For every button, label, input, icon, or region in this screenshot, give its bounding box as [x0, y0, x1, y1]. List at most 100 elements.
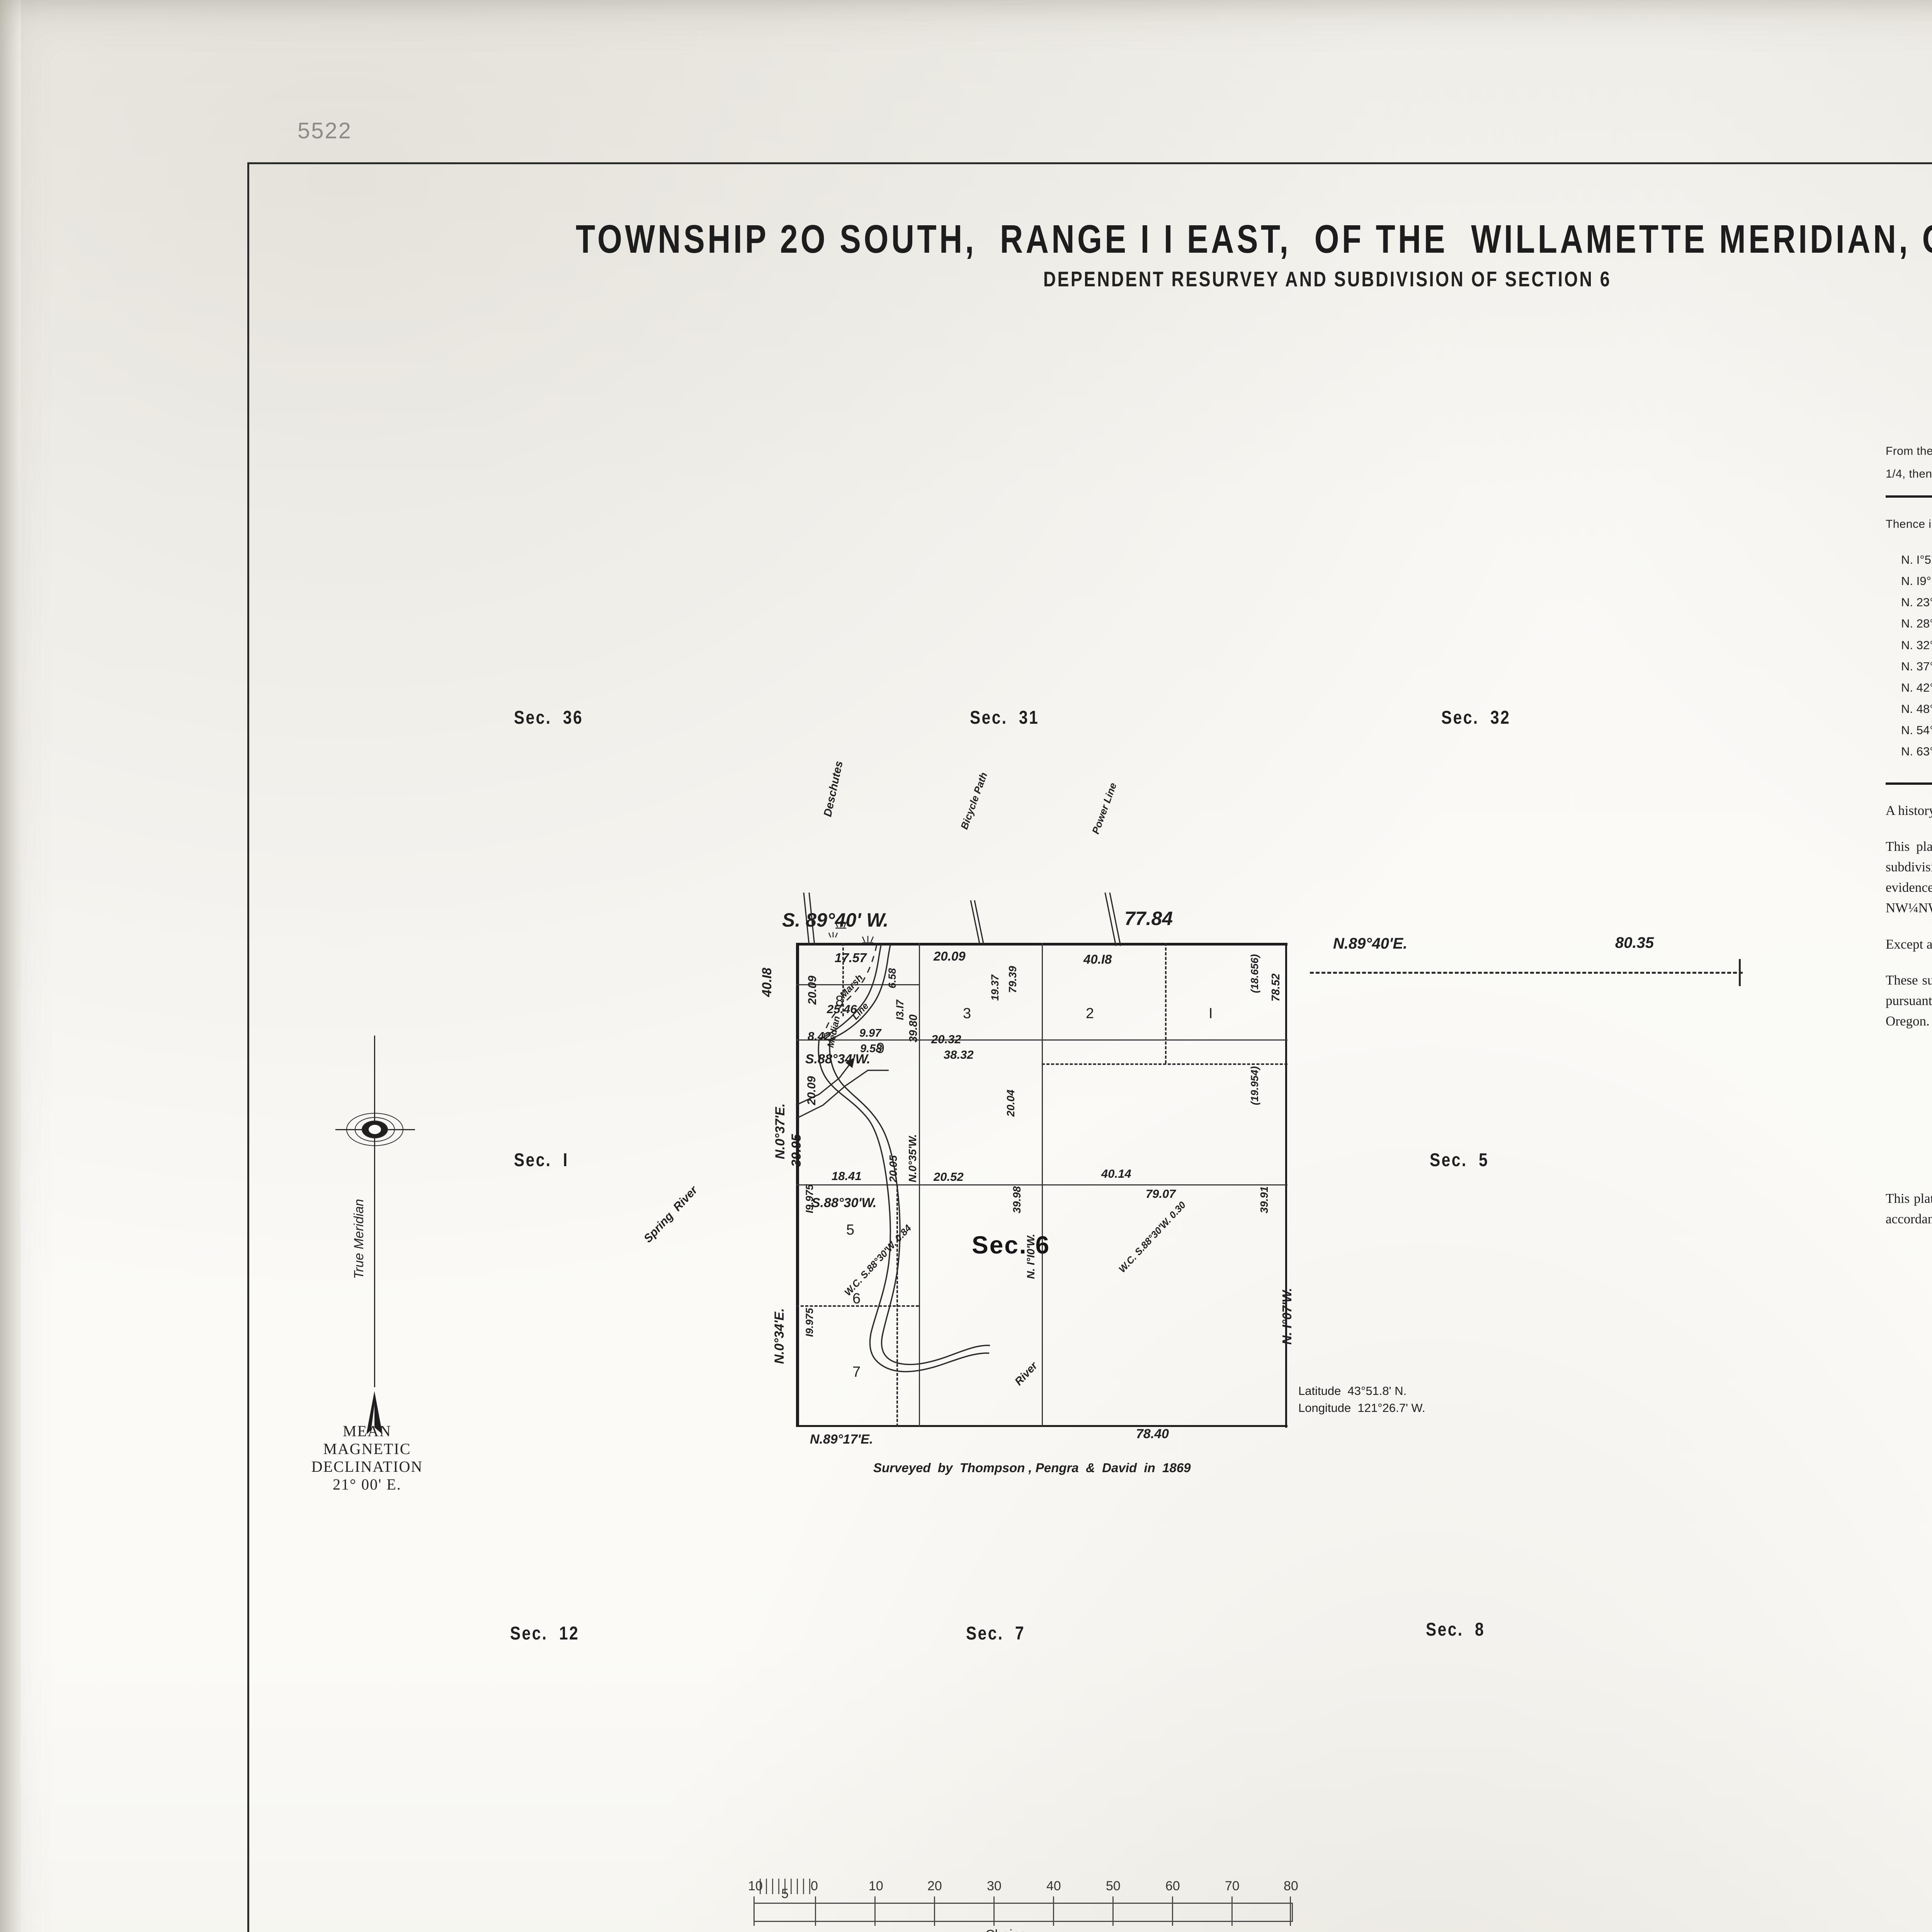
compass-declination-diagram: True Meridian MEAN MAGNETIC DECLINATION …: [294, 1036, 471, 1493]
scale-label-0: 0: [811, 1879, 818, 1893]
center-line-ew-lower: [796, 1305, 919, 1307]
page-title: TOWNSHIP 2O SOUTH, RANGE I I EAST, OF TH…: [576, 217, 1932, 261]
interior-bearing-1: S.88°34'W.: [805, 1052, 871, 1066]
dim-38-32: 38.32: [944, 1048, 974, 1061]
sec-label-31: Sec. 31: [970, 707, 1039, 728]
agency-acceptance: This plat is strictly conformable to the…: [1886, 1190, 1932, 1227]
dim-40-14: 40.14: [1101, 1167, 1131, 1180]
traverse-course-row: N. 63°37'E. 5.82 Intersect the north and…: [1901, 741, 1932, 762]
north-arrow-icon: [366, 1391, 383, 1434]
dim-25-46: 25.46: [827, 1002, 857, 1016]
north-distance-west: 77.84: [1124, 908, 1173, 929]
traverse-course-row: N. 28°07'E. 0.67: [1901, 613, 1932, 634]
dim-8-42: 8.42: [808, 1029, 831, 1043]
north-bearing-west: S. 89°40' W.: [782, 909, 889, 931]
plat-number: 5522: [298, 118, 352, 143]
lot-8: 8: [835, 993, 844, 1009]
section-6-map: S. 89°40' W. 77.84 Deschutes Bicycle Pat…: [641, 760, 1425, 1475]
interior-bearing-2: S.88°30'W.: [811, 1196, 877, 1210]
dim-20-09a: 20.09: [934, 949, 966, 963]
course-bearing: N. 32°29'E.: [1901, 638, 1932, 652]
course-bearing: N. 54°53'E.: [1901, 723, 1932, 737]
south-bearing: N.89°17'E.: [810, 1432, 873, 1447]
lot-line-v1: [919, 943, 920, 1427]
lot-6: 6: [852, 1291, 861, 1307]
center-line-ns-upper: [1165, 943, 1167, 1063]
dim-18-41: 18.41: [832, 1169, 862, 1183]
course-bearing: N. 48°48'E.: [1901, 702, 1932, 716]
page-subtitle: DEPENDENT RESURVEY AND SUBDIVISION OF SE…: [1043, 267, 1611, 291]
sec-label-32: Sec. 32: [1441, 707, 1511, 728]
lot-line-h0: [796, 984, 919, 985]
lot-7: 7: [852, 1364, 861, 1380]
dim-9-97: 9.97: [859, 1027, 881, 1039]
course-bearing: N. I9°I9'E.: [1901, 574, 1932, 588]
lot-9: 9: [876, 1040, 885, 1056]
latitude-label: Latitude 43°51.8' N.: [1298, 1384, 1407, 1398]
scale-unit-label: Chains: [985, 1927, 1026, 1932]
lot-1: I: [1209, 1005, 1213, 1022]
lot-5: 5: [846, 1222, 855, 1238]
lot-2: 2: [1086, 1005, 1094, 1022]
path-dash-1: [842, 943, 844, 1016]
scan-gutter: [0, 0, 21, 1932]
sec-label-36: Sec. 36: [514, 707, 583, 728]
scale-label-40: 40: [1046, 1879, 1061, 1893]
sec-label-1: Sec. I: [514, 1150, 569, 1170]
traverse-course-row: N. 48°48'E. 0.60: [1901, 698, 1932, 719]
notes-rule-thick: [1886, 782, 1932, 785]
dim-20-52: 20.52: [934, 1170, 964, 1184]
course-bearing: N. 42°36'E.: [1901, 680, 1932, 694]
scale-label-10L: 10: [748, 1879, 763, 1893]
note-history: A history of surveys is contained in the…: [1886, 803, 1932, 818]
north-boundary-end-tick: [1739, 959, 1741, 986]
declination-line-2: MAGNETIC: [323, 1440, 411, 1458]
lot-3: 3: [963, 1005, 971, 1022]
north-boundary-extension: [1310, 972, 1743, 974]
dim-40-18a: 40.I8: [1083, 952, 1112, 966]
note-execution: These surveys were executed by Norman D.…: [1886, 972, 1932, 1029]
traverse-course-list: N. I°57'W. 4.83 N. I9°I9'E. 0.90 N. 23°3…: [1886, 549, 1932, 762]
course-bearing: N. 37°29'E.: [1901, 659, 1932, 673]
scale-label-70: 70: [1225, 1879, 1240, 1893]
section-6-label: Sec. 6: [972, 1231, 1051, 1259]
deschutes-river-course: [796, 892, 1121, 1372]
traverse-course-row: N. 23°39'E. 0.55: [1901, 592, 1932, 613]
course-bearing: N. 63°37'E.: [1901, 745, 1932, 759]
sec-label-8: Sec. 8: [1426, 1619, 1485, 1640]
scale-bar: 10 5 0 10 20 30 40 50 60 70 80 Chains: [748, 1878, 1314, 1932]
center-line-ns-lower: [896, 1184, 898, 1427]
north-bearing-east: N.89°40'E.: [1333, 935, 1408, 952]
surveyed-by-note: Surveyed by Thompson , Pengra & David in…: [873, 1461, 1191, 1475]
note-lottings: Except as indicated, the lottings and ar…: [1886, 936, 1932, 952]
sec-label-5: Sec. 5: [1430, 1150, 1489, 1170]
traverse-course-row: N. I9°I9'E. 0.90: [1901, 570, 1932, 592]
dim-9-58: 9.58: [860, 1043, 882, 1055]
declination-line-3: DECLINATION: [311, 1458, 423, 1475]
traverse-course-row: N. 42°36'E. 2.48: [1901, 677, 1932, 698]
course-bearing: N. 28°07'E.: [1901, 617, 1932, 631]
declination-line-4: 21° 00' E.: [333, 1476, 401, 1493]
traverse-course-row: N. 37°29'E. 0.49: [1901, 656, 1932, 677]
center-line-ew: [1042, 1063, 1287, 1065]
traverse-thence-label: Thence in the NW 1/4 , NW 1/4 Sec. 6: [1886, 518, 1932, 531]
plat-neatline-border: [247, 162, 1932, 1932]
longitude-label: Longitude 121°26.7' W.: [1298, 1401, 1425, 1415]
scale-label-30: 30: [987, 1879, 1002, 1893]
dim-17-57: 17.57: [835, 951, 867, 965]
scale-label-50: 50: [1106, 1879, 1121, 1893]
scale-label-10: 10: [869, 1879, 883, 1893]
sec-label-7: Sec. 7: [966, 1623, 1026, 1644]
scale-label-20: 20: [927, 1879, 942, 1893]
traverse-course-row: N. 54°53'E. 0.49: [1901, 719, 1932, 741]
scale-label-60: 60: [1165, 1879, 1180, 1893]
course-bearing: N. 23°39'E.: [1901, 595, 1932, 609]
note-retracement: This plat represents a retracement and r…: [1886, 838, 1932, 916]
north-distance-east: 80.35: [1615, 934, 1654, 951]
course-bearing: N. I°57'W.: [1901, 553, 1932, 566]
scale-label-80: 80: [1284, 1879, 1298, 1893]
traverse-intro: From the intersection point of the media…: [1886, 445, 1932, 480]
